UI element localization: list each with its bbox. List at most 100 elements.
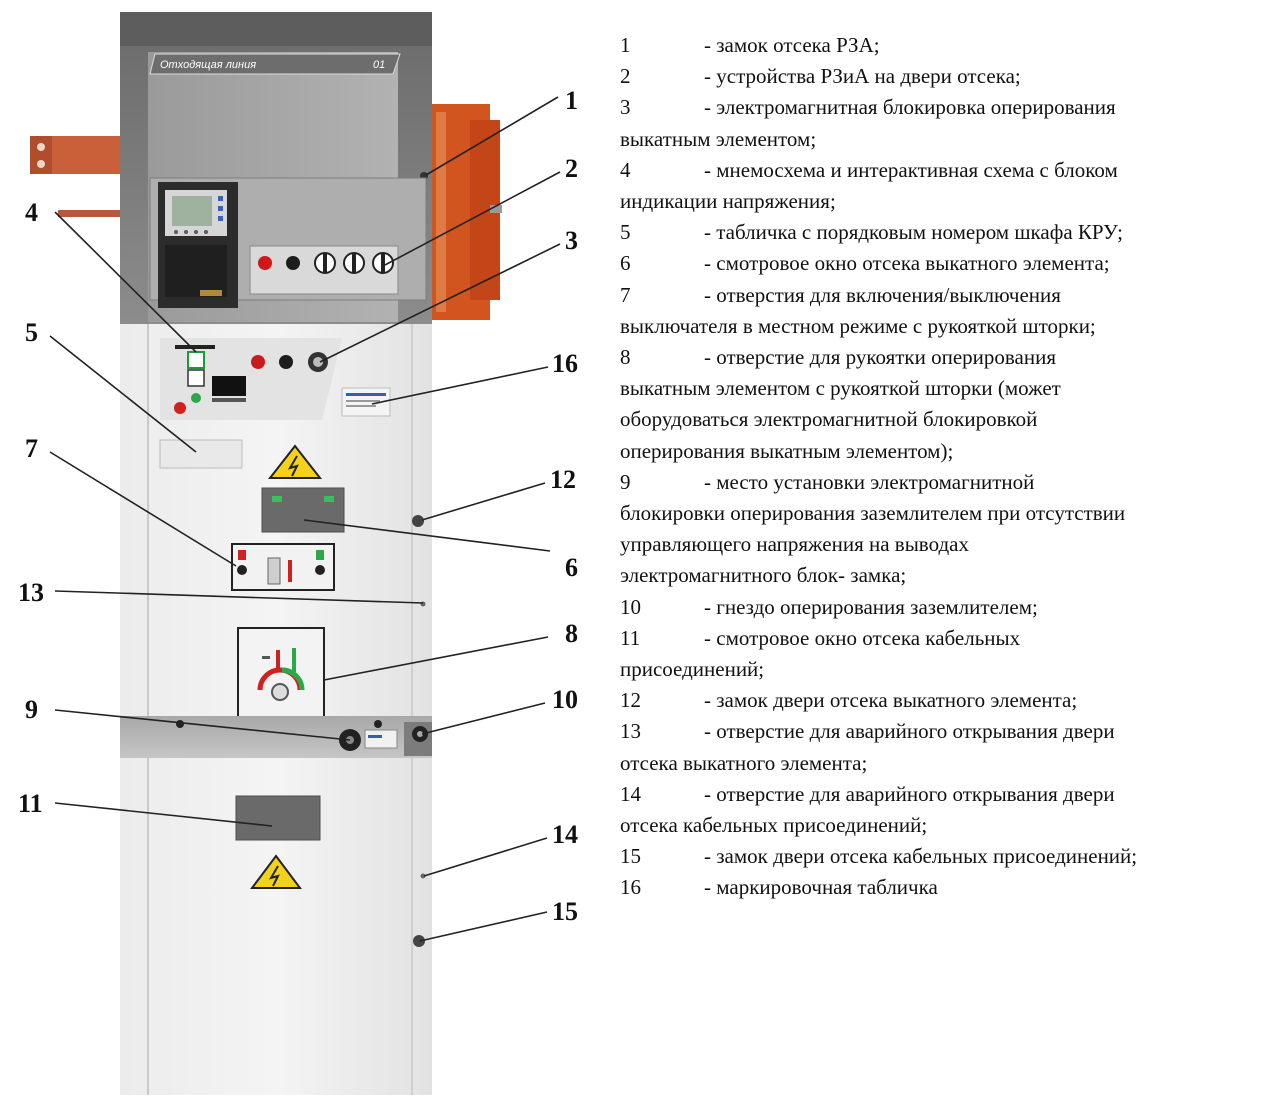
rza-controls — [249, 245, 399, 295]
legend-item-text: - устройства РЗиА на двери отсека; — [704, 64, 1021, 89]
selector-switch-icon — [372, 252, 394, 274]
callout-11: 11 — [18, 789, 43, 818]
legend-item: 9 - место установки электромагнитной — [620, 467, 1260, 498]
callout-5: 5 — [25, 318, 38, 347]
legend-item-text: - отверстие для аварийного открывания дв… — [704, 781, 1115, 806]
breaker-door-lock-icon — [412, 515, 424, 527]
legend-item-continuation: выкатным элементом; — [620, 126, 817, 151]
legend-item-number: 6 — [620, 251, 631, 276]
legend-item-number: 13 — [620, 719, 641, 744]
breaker-onoff-panel — [231, 543, 335, 591]
callout-9: 9 — [25, 695, 38, 724]
legend-item: 7 - отверстия для включения/выключения — [620, 280, 1260, 311]
legend-item-continuation: управляющего напряжения на выводах — [620, 532, 969, 557]
legend-item: 10 - гнездо оперирования заземлителем; — [620, 592, 1260, 623]
legend-item-text: - отверстие для аварийного открывания дв… — [704, 719, 1115, 744]
legend-item-continuation: оперирования выкатным элементом); — [620, 438, 954, 463]
callout-1: 1 — [565, 86, 578, 115]
legend-item-number: 10 — [620, 594, 641, 619]
legend-item-continuation: присоединений; — [620, 657, 765, 682]
leader-lines — [49, 96, 561, 942]
legend-item-text: - отверстие для рукоятки оперирования — [704, 345, 1057, 370]
cabinet-number-plate — [159, 439, 243, 469]
legend-item-text: - место установки электромагнитной — [704, 469, 1035, 494]
legend-item-text: - замок двери отсека выкатного элемента; — [704, 688, 1078, 713]
callout-16: 16 — [552, 349, 578, 378]
legend-item-continuation: выкатным элементом с рукояткой шторки (м… — [620, 376, 1061, 401]
switchgear-drawing: Отходящая линия 01 — [18, 12, 578, 1095]
selector-switch-icon — [343, 252, 365, 274]
legend-item-continuation: блокировки оперирования заземлителем при… — [620, 501, 1126, 526]
selector-switch-icon — [314, 252, 336, 274]
mimic-panel — [160, 338, 342, 420]
breaker-viewing-window — [261, 487, 345, 533]
legend-item: 1 - замок отсека РЗА; — [620, 30, 1260, 61]
emergency-hole-14-icon — [420, 873, 426, 879]
header-plate: Отходящая линия 01 — [149, 53, 401, 75]
legend-item: 8 - отверстие для рукоятки оперирования — [620, 342, 1260, 373]
legend-item-text: - смотровое окно отсека выкатного элемен… — [704, 251, 1110, 276]
legend-item-number: 16 — [620, 875, 641, 900]
black-button-icon — [286, 256, 300, 270]
busbar-left — [30, 136, 125, 217]
legend-item-number: 11 — [620, 625, 641, 650]
legend-item-number: 5 — [620, 220, 631, 245]
cable-door-lock-icon — [413, 935, 425, 947]
legend-item: 14 - отверстие для аварийного открывания … — [620, 779, 1260, 810]
legend-item: 15 - замок двери отсека кабельных присоед… — [620, 841, 1260, 872]
legend-item-text: - электромагнитная блокировка оперирован… — [704, 95, 1116, 120]
legend-item-continuation: отсека выкатного элемента; — [620, 750, 868, 775]
legend-item: 2 - устройства РЗиА на двери отсека; — [620, 61, 1260, 92]
legend-item-number: 3 — [620, 95, 631, 120]
callout-8: 8 — [565, 619, 578, 648]
legend-item: 4 - мнемосхема и интерактивная схема с бл… — [620, 155, 1260, 186]
legend-item-continuation: отсека кабельных присоединений; — [620, 813, 928, 838]
legend-item-text: - гнездо оперирования заземлителем; — [704, 594, 1038, 619]
callout-6: 6 — [565, 553, 578, 582]
legend-item-text: - маркировочная табличка — [704, 875, 938, 900]
legend-item: 16 - маркировочная табличка — [620, 872, 1260, 903]
legend-item-continuation: электромагнитного блок- замка; — [620, 563, 907, 588]
legend-item: 5- табличка с порядковым номером шкафа К… — [620, 217, 1260, 248]
legend-item: 6 - смотровое окно отсека выкатного элеме… — [620, 248, 1260, 279]
callout-12: 12 — [550, 465, 576, 494]
legend-item-number: 4 — [620, 157, 631, 182]
callout-13: 13 — [18, 578, 44, 607]
callout-7: 7 — [25, 434, 38, 463]
high-voltage-warning-icon — [250, 854, 302, 889]
high-voltage-warning-icon — [267, 444, 323, 479]
callout-3: 3 — [565, 226, 578, 255]
legend-item-number: 1 — [620, 33, 631, 57]
racking-operation-panel — [237, 627, 325, 725]
cable-viewing-window — [235, 795, 321, 841]
legend-item-continuation: выключателя в местном режиме с рукояткой… — [620, 313, 1096, 338]
earthing-socket-icon — [404, 722, 432, 756]
legend-item: 3 - электромагнитная блокировка оперирова… — [620, 92, 1260, 123]
legend-item-continuation: индикации напряжения; — [620, 189, 836, 214]
legend-item-number: 14 — [620, 781, 641, 806]
callout-15: 15 — [552, 897, 578, 926]
cabinet-roof — [120, 12, 432, 48]
callout-14: 14 — [552, 820, 578, 849]
header-plate-title: Отходящая линия — [160, 59, 256, 71]
legend-item-number: 8 — [620, 345, 631, 370]
callout-10: 10 — [552, 685, 578, 714]
legend-item-number: 15 — [620, 844, 641, 869]
relay-terminal-device — [158, 182, 238, 308]
legend-item-text: - замок отсека РЗА; — [704, 33, 880, 57]
callout-2: 2 — [565, 154, 578, 183]
legend-item: 11- смотровое окно отсека кабельных — [620, 623, 1260, 654]
legend-item-text: - замок двери отсека кабельных присоедин… — [704, 844, 1138, 869]
red-button-icon — [258, 256, 272, 270]
legend-item-number: 2 — [620, 64, 631, 89]
legend-item-number: 9 — [620, 469, 631, 494]
legend-item-text: - отверстия для включения/выключения — [704, 282, 1061, 307]
callout-numbers: 1 2 3 4 5 7 16 12 6 13 8 10 9 11 14 15 — [18, 86, 578, 926]
legend-item: 13 - отверстие для аварийного открывания … — [620, 716, 1260, 747]
header-plate-number: 01 — [373, 59, 385, 71]
legend-item: 12 - замок двери отсека выкатного элемент… — [620, 685, 1260, 716]
legend-item-number: 7 — [620, 282, 631, 307]
callout-4: 4 — [25, 198, 38, 227]
legend-item-number: 12 — [620, 688, 641, 713]
legend-item-text: - мнемосхема и интерактивная схема с бло… — [704, 157, 1118, 182]
